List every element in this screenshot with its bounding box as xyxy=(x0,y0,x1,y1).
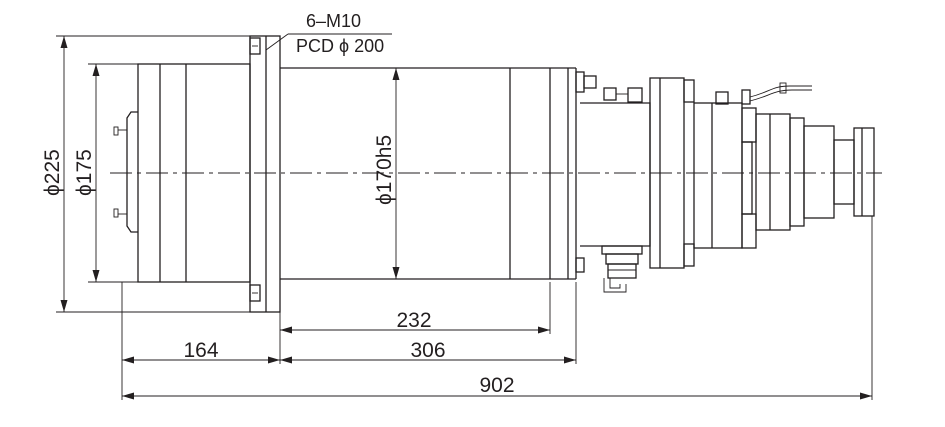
thread-leader xyxy=(265,33,392,51)
thread-spec-label: 6–M10 xyxy=(306,11,361,31)
front-length-dimension xyxy=(121,282,280,400)
mid-length-label: 306 xyxy=(410,339,445,362)
overall-length-dimension xyxy=(122,216,873,400)
front-length-label: 164 xyxy=(183,339,218,362)
flange-diameter-label: ϕ225 xyxy=(41,149,64,196)
rear-assembly xyxy=(580,77,875,293)
body-diameter-dimension xyxy=(88,63,138,283)
overall-length-label: 902 xyxy=(479,374,514,397)
spindle-diameter-label: ϕ170h5 xyxy=(373,135,396,205)
housing-length-label: 232 xyxy=(396,309,431,332)
housing-length-dimension xyxy=(279,282,551,364)
body-diameter-label: ϕ175 xyxy=(73,149,96,196)
mounting-flange xyxy=(249,35,281,313)
flange-diameter-dimension xyxy=(56,35,250,313)
spindle-diameter-dimension xyxy=(392,68,400,279)
mid-length-dimension xyxy=(280,282,577,364)
pcd-spec-label: PCD ϕ 200 xyxy=(296,36,384,56)
